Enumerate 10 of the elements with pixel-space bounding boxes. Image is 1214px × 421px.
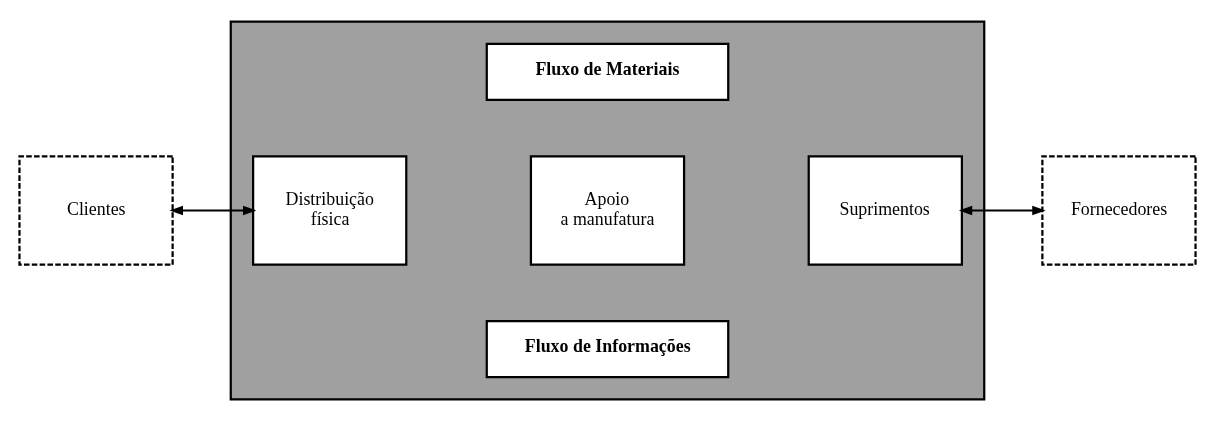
node-box: Clientes bbox=[17, 155, 174, 266]
arrow bbox=[958, 205, 1046, 216]
node-box: Distribuição física bbox=[251, 155, 407, 266]
node-box: Apoio a manufatura bbox=[529, 155, 685, 266]
node-box: Fluxo de Materiais bbox=[485, 42, 729, 101]
arrow bbox=[169, 205, 256, 216]
node-box: Fluxo de Informações bbox=[485, 320, 729, 379]
node-box: Fornecedores bbox=[1040, 155, 1197, 266]
node-box: Suprimentos bbox=[807, 155, 963, 266]
cluster bbox=[229, 20, 985, 401]
